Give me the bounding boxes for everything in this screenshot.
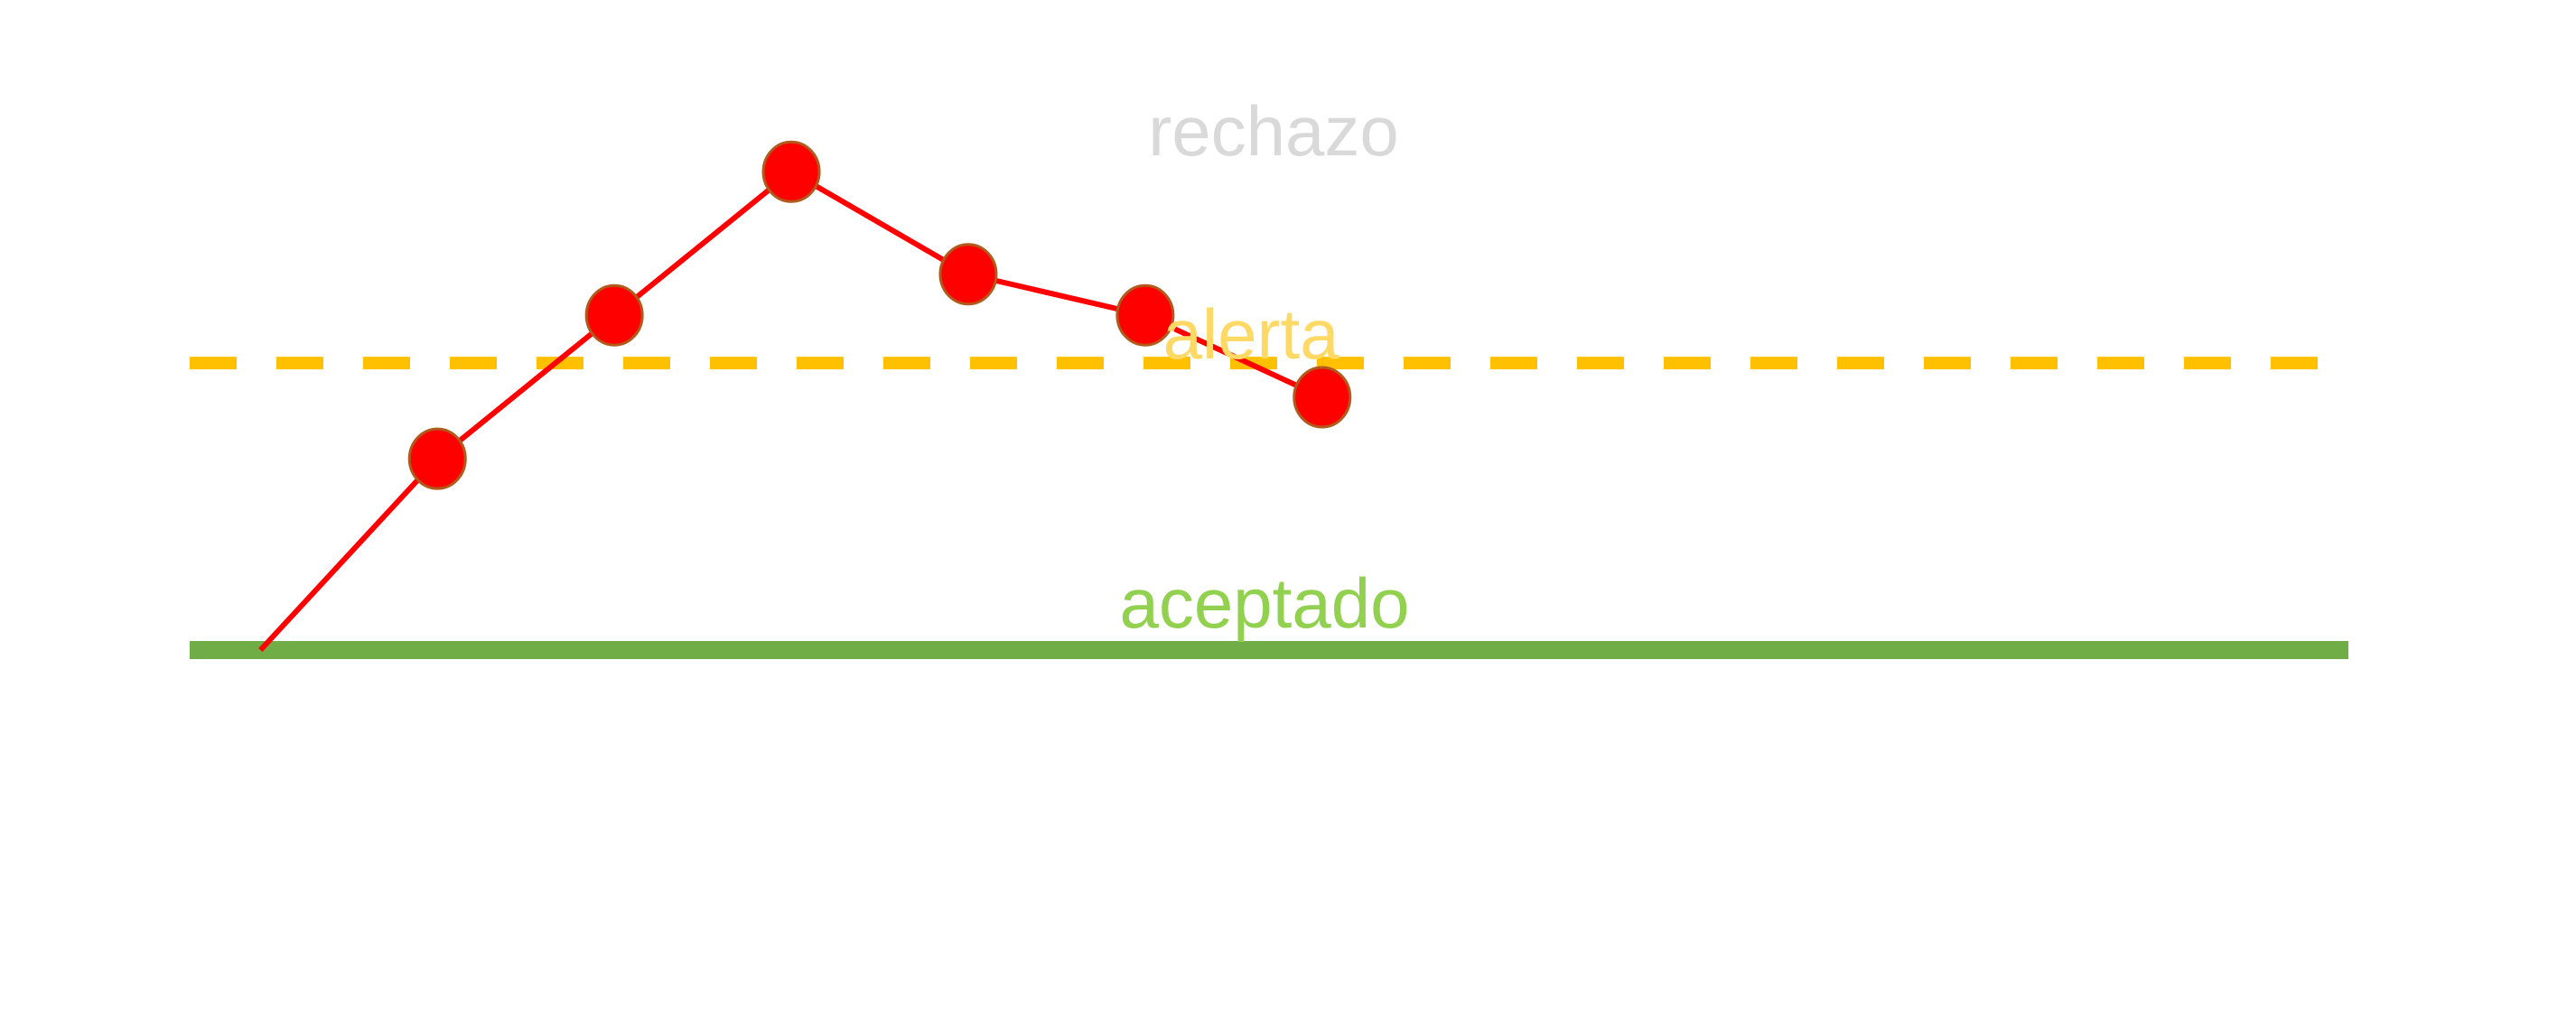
data-point-6 bbox=[1293, 366, 1352, 429]
zone-label-rechazo: rechazo bbox=[1148, 91, 1399, 171]
data-point-5 bbox=[1115, 283, 1175, 347]
data-point-2 bbox=[584, 283, 644, 347]
zone-label-aceptado: aceptado bbox=[1120, 563, 1410, 643]
zone-label-alerta: alerta bbox=[1162, 294, 1339, 374]
data-point-1 bbox=[407, 427, 467, 490]
data-point-4 bbox=[938, 243, 998, 306]
data-point-3 bbox=[761, 140, 821, 203]
data-markers bbox=[407, 140, 1352, 490]
